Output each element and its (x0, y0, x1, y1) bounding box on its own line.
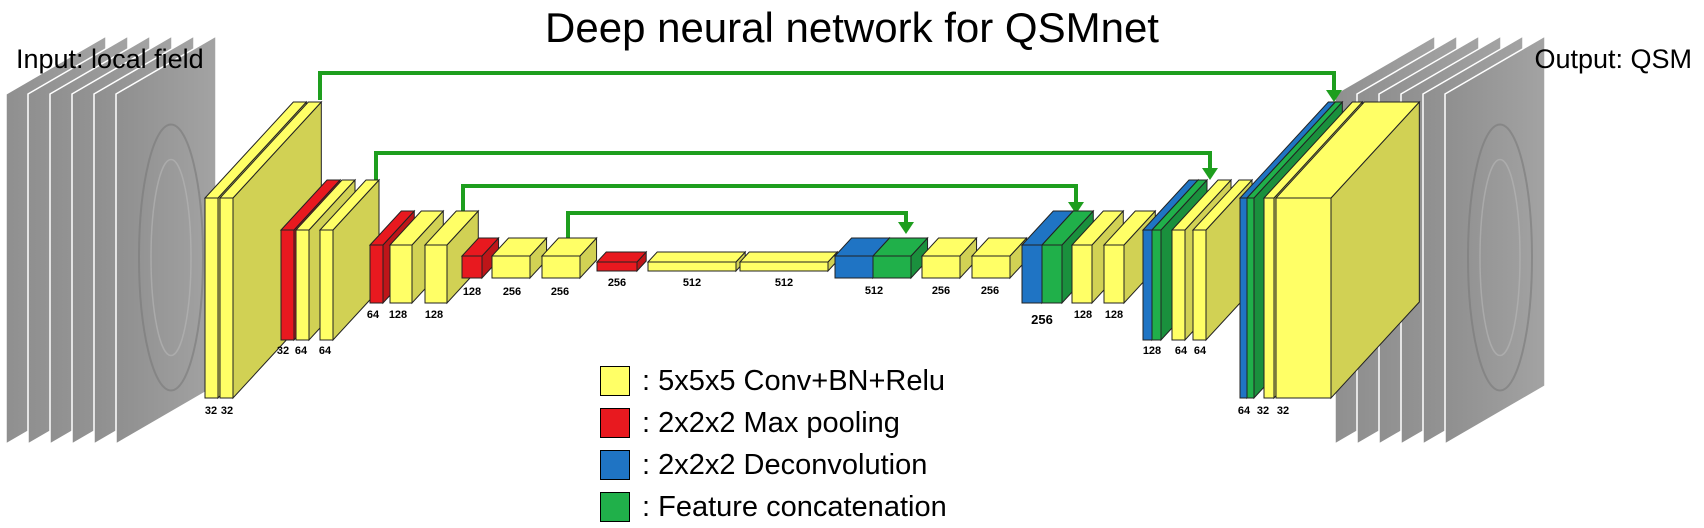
channel-label: 32 (277, 345, 289, 357)
channel-label: 32 (1257, 405, 1269, 417)
layer-blocks (203, 100, 1421, 400)
channel-label: 256 (503, 286, 521, 298)
channel-label: 32 (1277, 405, 1289, 417)
channel-label: 32 (221, 405, 233, 417)
concat-block (1040, 209, 1095, 305)
legend-label-concat: : Feature concatenation (642, 490, 947, 523)
legend-item-concat: : Feature concatenation (600, 486, 947, 528)
legend-label-conv: : 5x5x5 Conv+BN+Relu (642, 364, 946, 397)
legend-label-deconv: : 2x2x2 Deconvolution (642, 448, 928, 481)
channel-label: 128 (1105, 309, 1123, 321)
legend-item-conv: : 5x5x5 Conv+BN+Relu (600, 360, 947, 402)
channel-label: 64 (1175, 345, 1188, 357)
skip-connection-arrow (461, 184, 1084, 214)
skip-connections (318, 71, 1342, 238)
channel-label: 64 (367, 309, 380, 321)
legend-item-maxpool: : 2x2x2 Max pooling (600, 402, 947, 444)
channel-label: 256 (981, 285, 999, 297)
channel-label: 512 (865, 285, 883, 297)
input-local-field-slices (5, 34, 217, 446)
input-label: Input: local field (16, 44, 204, 74)
channel-label: 64 (295, 345, 308, 357)
legend-item-deconv: : 2x2x2 Deconvolution (600, 444, 947, 486)
legend-swatch-maxpool (600, 408, 630, 438)
channel-label: 128 (1143, 345, 1161, 357)
conv-block (540, 236, 598, 280)
legend-swatch-deconv (600, 450, 630, 480)
channel-label: 512 (775, 277, 793, 289)
conv-block (1274, 100, 1421, 400)
channel-label: 64 (1238, 405, 1251, 417)
diagram-title: Deep neural network for QSMnet (545, 4, 1159, 51)
maxpool-block (460, 236, 500, 280)
conv-block (970, 236, 1028, 280)
channel-label: 128 (463, 286, 481, 298)
concat-block (871, 236, 929, 280)
legend: : 5x5x5 Conv+BN+Relu : 2x2x2 Max pooling… (600, 360, 947, 528)
maxpool-block (595, 250, 648, 273)
conv-block (318, 178, 381, 342)
conv-block (738, 250, 839, 273)
channel-label: 128 (425, 309, 443, 321)
channel-label: 64 (319, 345, 332, 357)
channel-label: 128 (389, 309, 407, 321)
input-mri-slice (115, 34, 217, 446)
channel-label: 512 (683, 277, 701, 289)
legend-swatch-conv (600, 366, 630, 396)
legend-label-maxpool: : 2x2x2 Max pooling (642, 406, 900, 439)
skip-connection-arrow (374, 151, 1218, 180)
legend-swatch-concat (600, 492, 630, 522)
channel-label: 256 (1031, 312, 1053, 327)
output-mri-slice (1444, 34, 1546, 446)
channel-label: 256 (608, 277, 626, 289)
channel-label: 32 (205, 405, 217, 417)
channel-label: 256 (551, 286, 569, 298)
skip-connection-arrow (318, 71, 1342, 102)
channel-label: 64 (1194, 345, 1207, 357)
skip-connection-arrow (566, 211, 914, 238)
conv-block (646, 250, 747, 273)
conv-block (490, 236, 548, 280)
output-label: Output: QSM (1534, 44, 1692, 74)
conv-block (920, 236, 978, 280)
channel-label: 128 (1074, 309, 1092, 321)
channel-labels: 32 32 32 64 64 64 128 128 128 256 256 256 512 512 512 2… (205, 277, 1289, 417)
channel-label: 256 (932, 285, 950, 297)
